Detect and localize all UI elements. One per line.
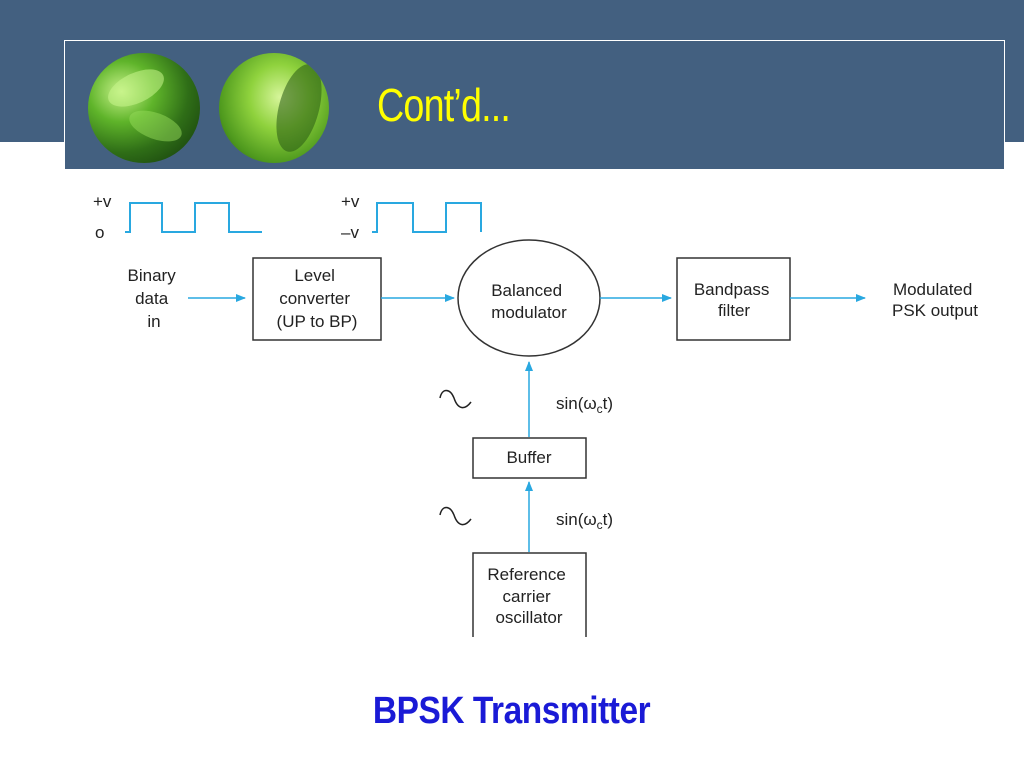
oscillator-label: Reference carrier oscillator — [487, 565, 570, 627]
balanced-modulator-label: Balanced modulator — [491, 281, 567, 322]
unipolar-waveform — [125, 202, 262, 233]
carrier-signal-lower-label: sin(ωct) — [556, 510, 613, 532]
bipolar-waveform — [372, 202, 482, 233]
modulated-output-label: Modulated PSK output — [892, 280, 978, 320]
leaf-photo-right — [219, 53, 329, 163]
buffer-label: Buffer — [506, 448, 551, 467]
leaf-photo-left — [88, 53, 200, 163]
input-wave-high-label: +v — [93, 192, 112, 211]
buffer-box — [472, 437, 587, 479]
bipolar-wave-low-label: –v — [341, 223, 359, 242]
carrier-signal-upper-label: sin(ωct) — [556, 394, 613, 416]
input-wave-low-label: o — [95, 223, 104, 242]
binary-data-in-label: Binary data in — [128, 266, 181, 331]
level-converter-box — [252, 257, 382, 341]
caption-text: BPSK Transmitter — [373, 690, 651, 732]
sine-wave-lower-icon — [439, 506, 472, 526]
oscillator-box — [472, 552, 587, 637]
level-converter-label: Level converter (UP to BP) — [277, 266, 358, 331]
slide-caption: BPSK Transmitter — [0, 690, 1024, 733]
bipolar-wave-high-label: +v — [341, 192, 360, 211]
slide-title: Cont’d... — [377, 79, 511, 131]
bandpass-filter-label: Bandpass filter — [694, 280, 774, 320]
sine-wave-upper-icon — [439, 389, 472, 409]
bandpass-filter-box — [676, 257, 791, 341]
